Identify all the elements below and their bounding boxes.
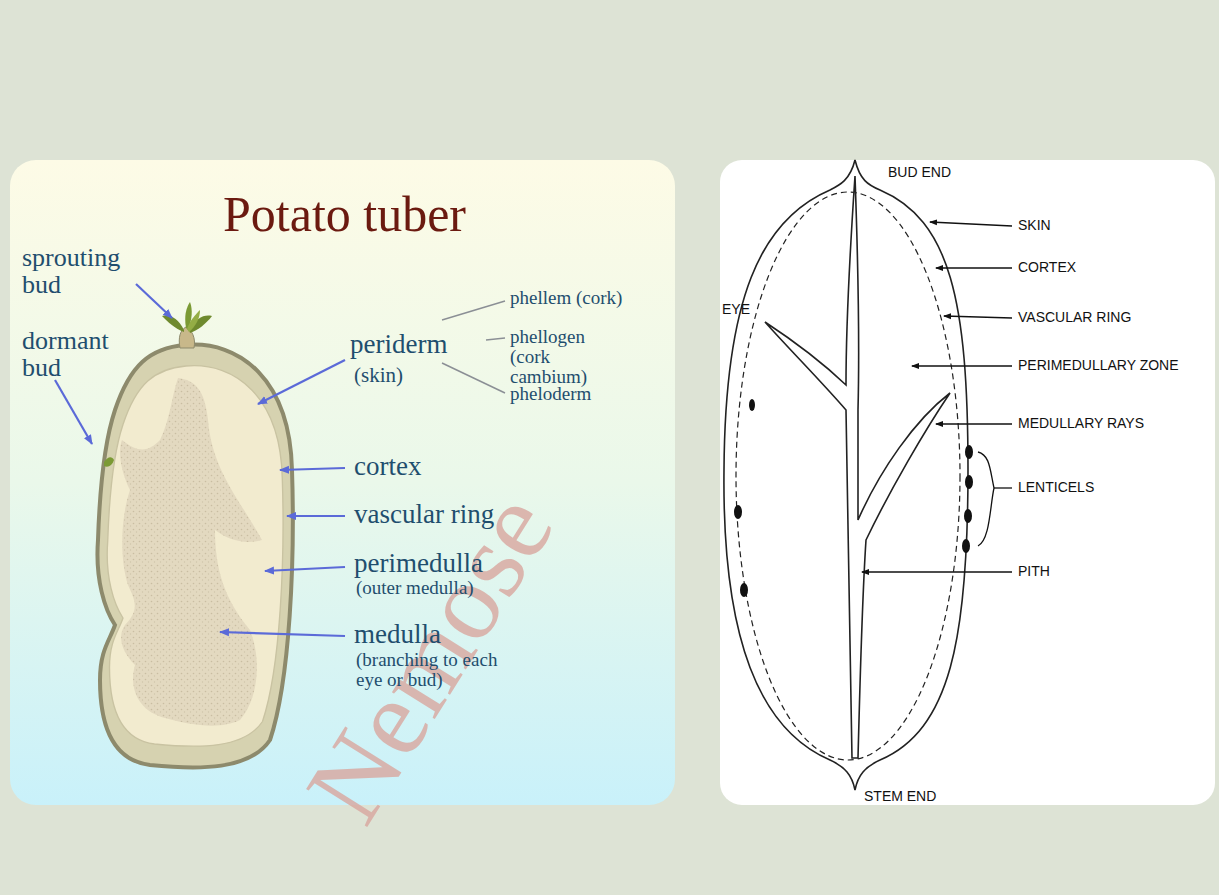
part-label: perimedulla: [354, 549, 483, 577]
part-label: (skin): [354, 364, 403, 386]
section-label: LENTICELS: [1018, 480, 1094, 495]
part-label: pheloderm: [510, 384, 591, 404]
label-leaders: [862, 222, 1012, 572]
section-label: EYE: [722, 302, 750, 317]
part-label: periderm: [350, 330, 447, 358]
section-label: STEM END: [864, 789, 936, 804]
section-label: PITH: [1018, 564, 1050, 579]
part-label: cortex: [354, 452, 421, 480]
part-label: (outer medulla): [356, 578, 474, 598]
tuber-drawing: [97, 302, 292, 767]
part-label: phellem (cork): [510, 288, 622, 308]
right-panel: [720, 160, 1215, 805]
part-label: phellogen (cork cambium): [510, 327, 620, 387]
section-label: SKIN: [1018, 218, 1051, 233]
section-label: BUD END: [888, 165, 951, 180]
part-label: sprouting bud: [22, 244, 152, 299]
part-label: vascular ring: [354, 500, 494, 528]
part-label: medulla: [354, 620, 441, 648]
section-label: MEDULLARY RAYS: [1018, 416, 1144, 431]
lenticel-marks: [734, 399, 973, 597]
panel-title: Potato tuber: [223, 188, 466, 241]
branch-lines: [442, 301, 505, 393]
section-label: PERIMEDULLARY ZONE: [1018, 358, 1179, 373]
part-label: (branching to each eye or bud): [356, 650, 511, 690]
section-label: VASCULAR RING: [1018, 310, 1131, 325]
section-label: CORTEX: [1018, 260, 1076, 275]
tuber-section: [724, 160, 968, 790]
part-label: dormant bud: [22, 327, 142, 382]
